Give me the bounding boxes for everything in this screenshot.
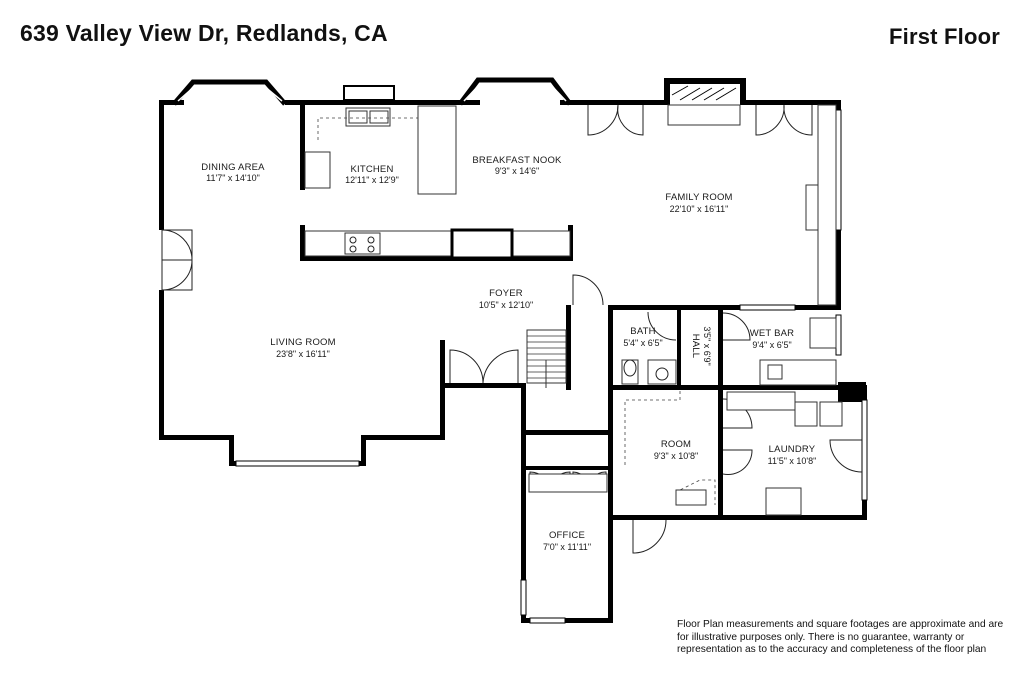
room-name-laundry: LAUNDRY [769, 444, 816, 455]
room-dims-family-room: 22'10" x 16'11" [670, 204, 729, 214]
room-dims-foyer: 10'5" x 12'10" [479, 300, 533, 310]
room-dims-living-room: 23'8" x 16'11" [276, 349, 330, 359]
room-name-wet-bar: WET BAR [750, 328, 795, 339]
room-dims-hall: 3'5" x 6'9" [702, 326, 712, 365]
room-dims-bath: 5'4" x 6'5" [623, 338, 662, 348]
room-labels: DINING AREA 11'7" x 14'10" KITCHEN 12'11… [201, 155, 816, 552]
floor-label: First Floor [889, 24, 1000, 49]
room-name-family-room: FAMILY ROOM [665, 192, 732, 203]
room-name-dining: DINING AREA [201, 162, 265, 173]
room-dims-breakfast-nook: 9'3" x 14'6" [495, 166, 539, 176]
room-name-room: ROOM [661, 439, 691, 450]
room-dims-kitchen: 12'11" x 12'9" [345, 175, 399, 185]
fixtures [304, 85, 843, 516]
room-name-living-room: LIVING ROOM [270, 337, 336, 348]
room-name-office: OFFICE [549, 530, 585, 541]
room-name-foyer: FOYER [489, 288, 523, 299]
room-name-hall: HALL [690, 334, 701, 359]
property-address: 639 Valley View Dr, Redlands, CA [20, 20, 388, 46]
room-dims-dining: 11'7" x 14'10" [206, 173, 260, 183]
doors [161, 104, 863, 554]
room-name-kitchen: KITCHEN [350, 164, 393, 175]
room-dims-room: 9'3" x 10'8" [654, 451, 698, 461]
room-dims-office: 7'0" x 11'11" [543, 542, 591, 552]
windows [159, 77, 868, 624]
disclaimer-text: Floor Plan measurements and square foota… [677, 619, 1004, 655]
room-name-bath: BATH [630, 326, 655, 337]
room-dims-wet-bar: 9'4" x 6'5" [752, 340, 791, 350]
room-dims-laundry: 11'5" x 10'8" [768, 456, 817, 466]
room-name-breakfast-nook: BREAKFAST NOOK [472, 155, 562, 166]
